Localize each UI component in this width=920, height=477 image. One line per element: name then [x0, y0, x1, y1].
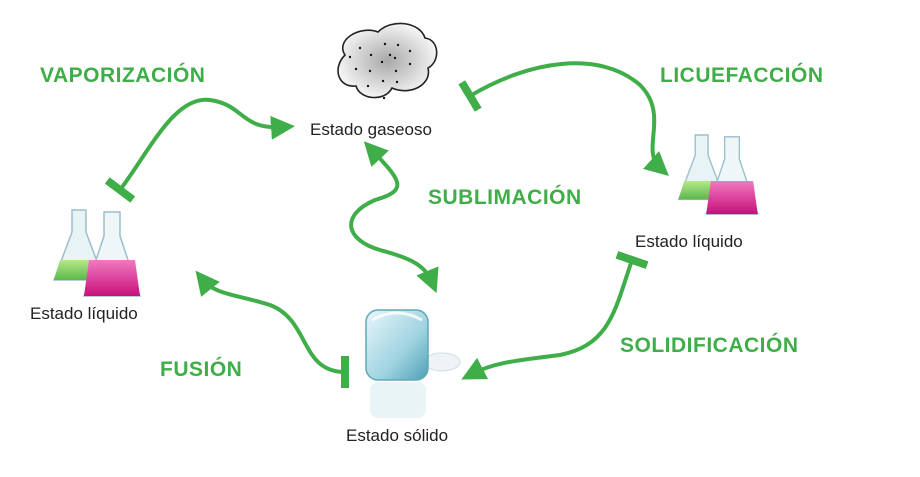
liquid-state-right-label: Estado líquido [635, 232, 743, 251]
flask-right-icon [677, 134, 759, 215]
liquefaction-label: LICUEFACCIÓN [660, 64, 824, 87]
solid-state-label: Estado sólido [346, 426, 449, 445]
sublimation-label: SUBLIMACIÓN [428, 186, 582, 209]
fusion-arrow [195, 270, 350, 389]
vaporization-arrow [104, 97, 295, 203]
gas-cloud-icon [337, 22, 438, 100]
gas-state-label: Estado gaseoso [310, 120, 432, 139]
solidification-label: SOLIDIFICACIÓN [620, 334, 799, 357]
liquid-state-left-label: Estado líquido [30, 304, 138, 323]
liquefaction-arrow [458, 61, 669, 177]
sublimation-arrow [349, 141, 439, 294]
vaporization-label: VAPORIZACIÓN [40, 64, 206, 87]
ice-cube-icon [365, 309, 461, 418]
flask-left-icon [52, 209, 142, 297]
solidification-arrow [461, 251, 649, 380]
fusion-label: FUSIÓN [160, 358, 243, 381]
